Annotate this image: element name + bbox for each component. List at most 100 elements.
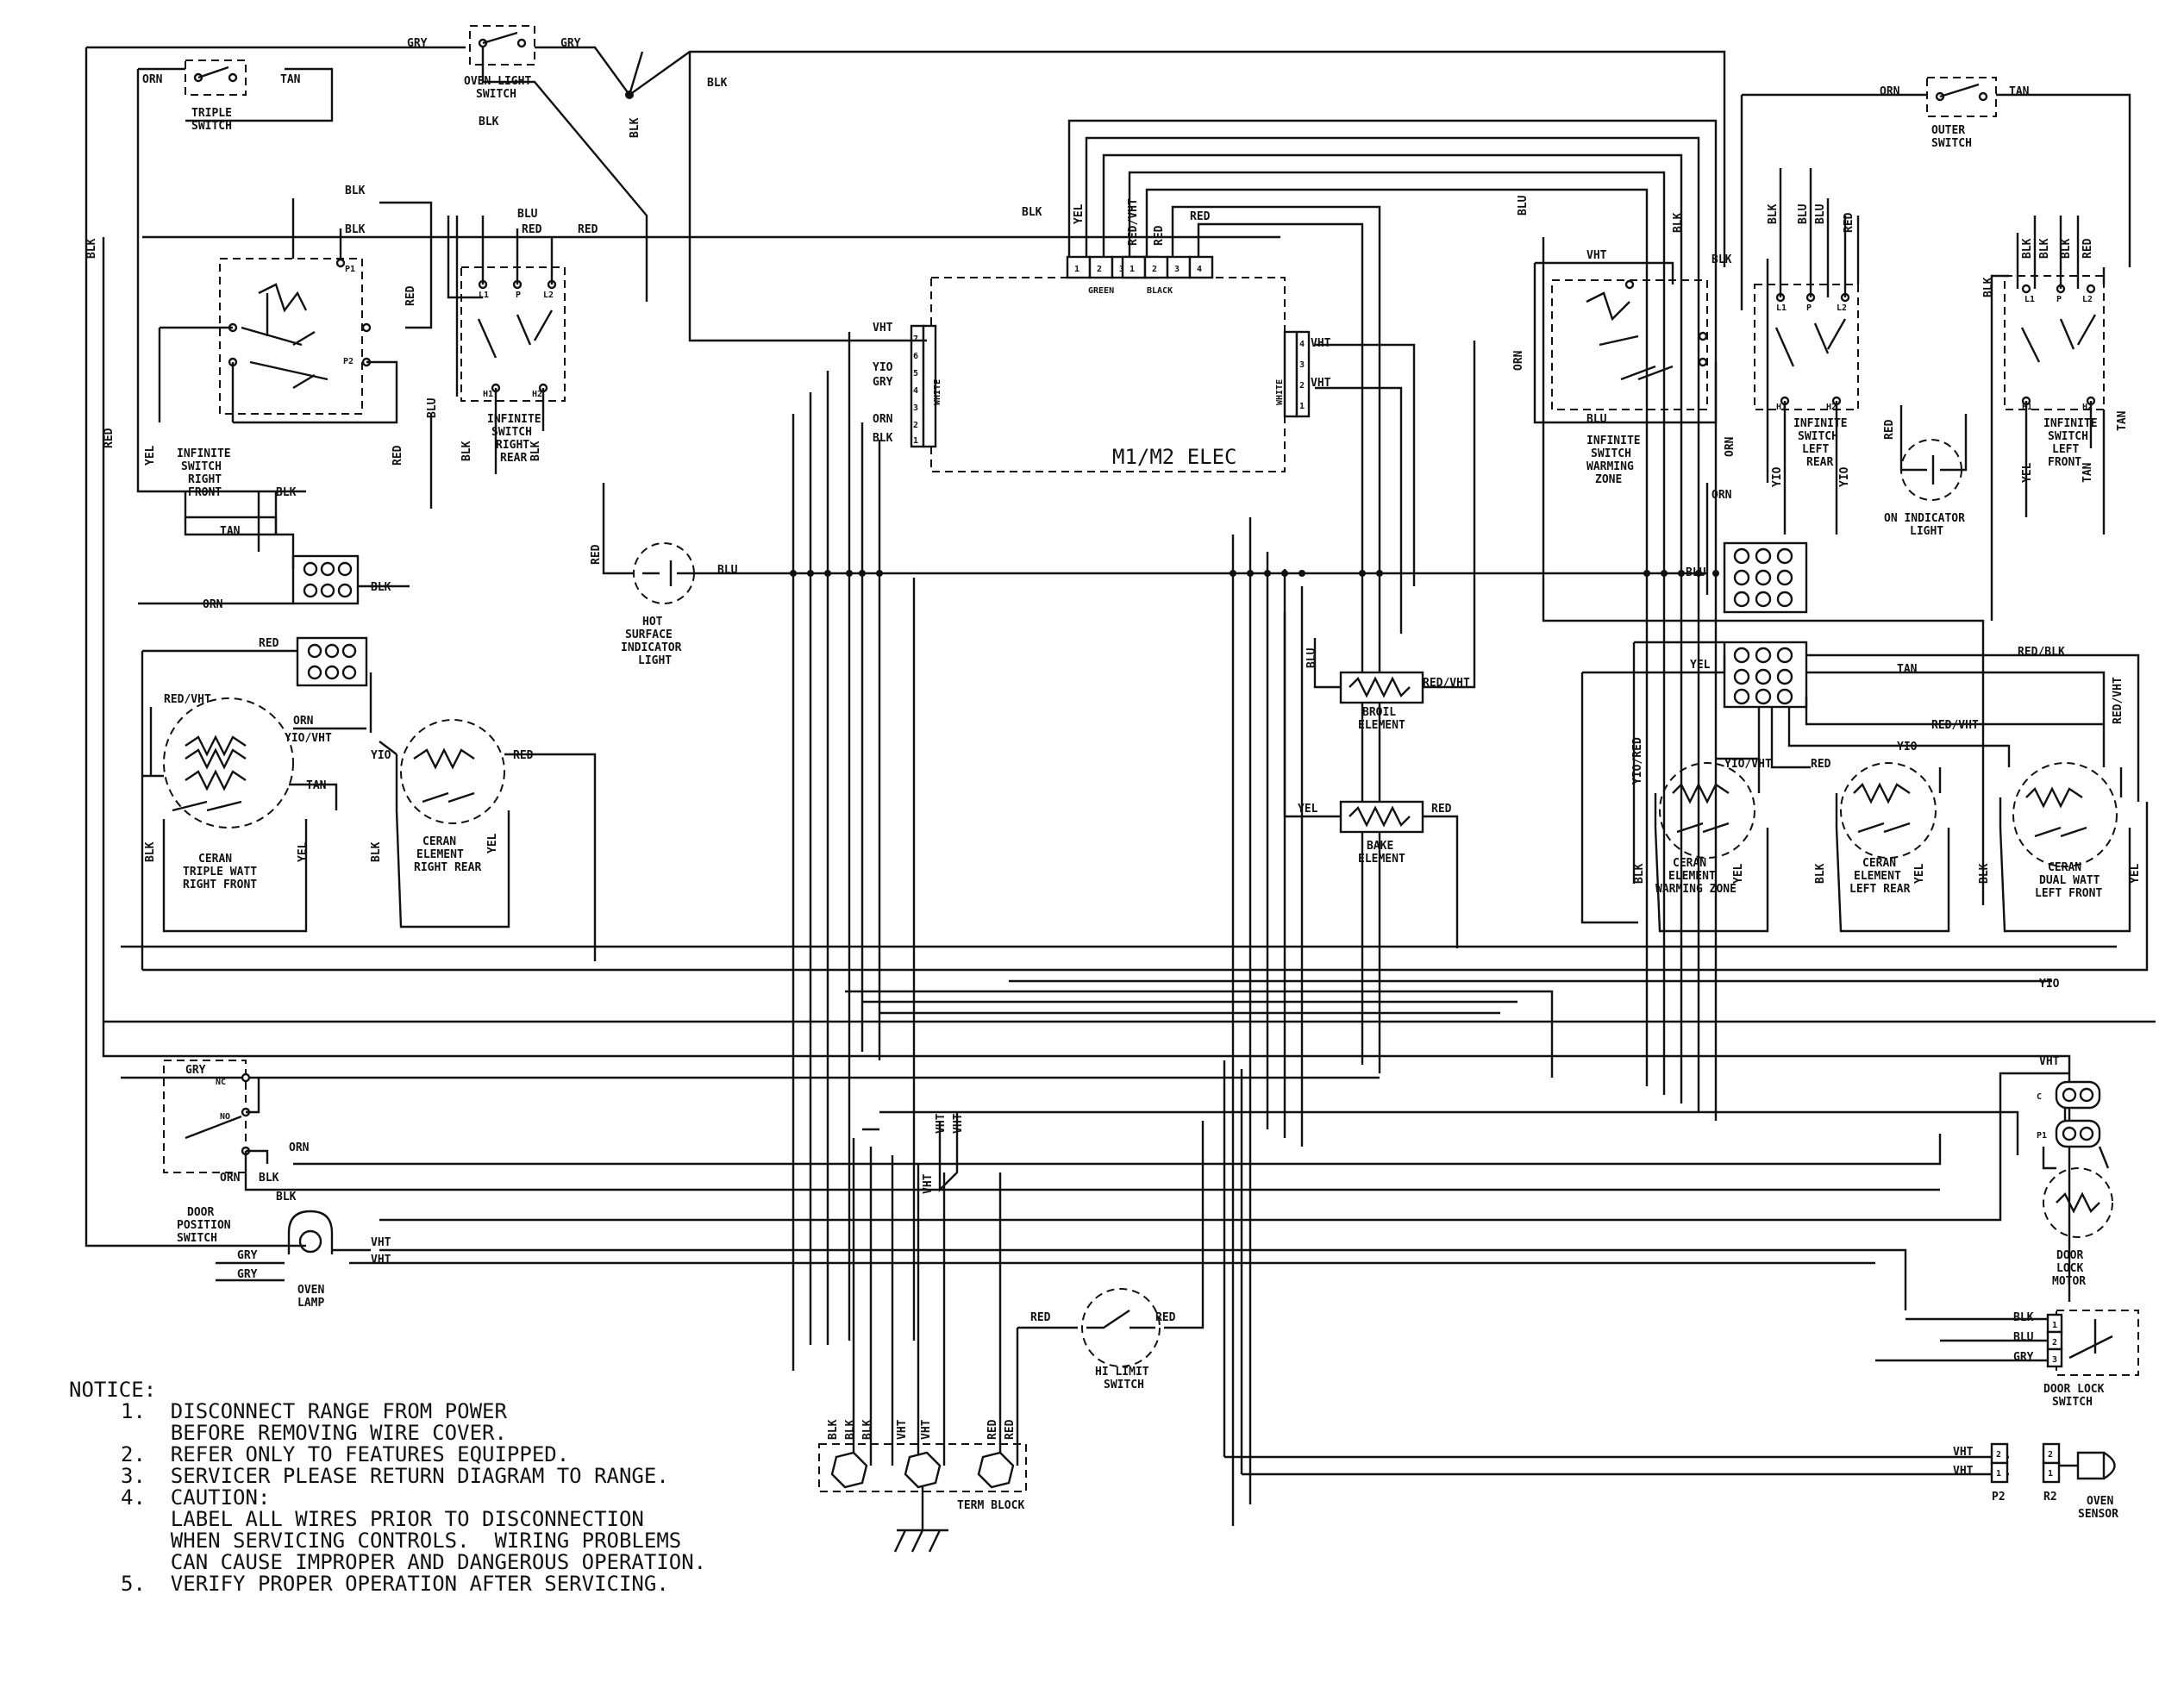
pin-number: 1 <box>1130 265 1135 274</box>
component-label: SURFACE <box>625 628 673 641</box>
notice-line: 3. SERVICER PLEASE RETURN DIAGRAM TO RAN… <box>121 1464 669 1488</box>
wire-label: VHT <box>1586 249 1607 262</box>
wire-label: BLK <box>1022 206 1042 219</box>
component-label: INDICATOR <box>621 641 682 654</box>
wire-label: RED <box>578 223 598 236</box>
component-label: LOCK <box>2056 1262 2083 1275</box>
component-label: SWITCH <box>476 88 516 101</box>
ceran-element-left-rear: CERAN ELEMENT LEFT REAR BLK YEL <box>1814 762 1950 933</box>
wire-label: BLK <box>707 77 728 90</box>
terminal-label: P1 <box>2037 1131 2047 1141</box>
oven-sensor: 2 1 2 1 VHT VHT P2 R2 OVEN SENSOR <box>1953 1442 2118 1521</box>
terminal-label: L2 <box>1837 303 1847 313</box>
wire-label: RED <box>1004 1419 1017 1440</box>
terminal-label: H2 <box>532 390 542 399</box>
black-connector-label: BLACK <box>1147 286 1173 296</box>
terminal-label: L2 <box>543 291 554 300</box>
wire-label: BLK <box>1982 277 1995 297</box>
pin-number: 2 <box>2048 1450 2053 1460</box>
component-label: RIGHT REAR <box>414 861 481 874</box>
component-label: ELEMENT <box>416 848 464 861</box>
wire-label: TAN <box>2081 462 2094 483</box>
wire-label: TAN <box>1897 663 1918 676</box>
wire-label: BLU <box>1686 566 1706 579</box>
component-label: DOOR LOCK <box>2043 1383 2105 1396</box>
module-label: M1/M2 ELEC <box>1112 445 1237 469</box>
wire-label: BLK <box>370 841 383 862</box>
component-label: FRONT <box>188 486 222 499</box>
component-label: OVEN <box>2087 1495 2113 1508</box>
component-label: SWITCH <box>1931 137 1972 150</box>
component-label: SWITCH <box>1591 447 1631 460</box>
wire-label: YEL <box>1913 863 1926 884</box>
wire-label: YEL <box>2129 863 2142 884</box>
ceran-triple-watt-right-front: RED RED/VHT ORN YIO/VHT TAN CERAN TRIPLE… <box>141 636 372 970</box>
wire-label: YEL <box>144 445 157 466</box>
wire-label: BLU <box>1814 203 1827 224</box>
wire-label: BLK <box>276 486 297 499</box>
wire-label: ORN <box>1712 489 1732 502</box>
component-label: SWITCH <box>1798 430 1838 443</box>
component-label: CERAN <box>198 853 232 866</box>
wire-label: GRY <box>560 37 581 50</box>
wire-label: BLU <box>1305 647 1318 668</box>
infinite-switch-left-rear: L1 P L2 H1 H2 INFINITE SWITCH LEFT REAR … <box>1724 168 1860 535</box>
wire-label: BLU <box>1797 203 1810 224</box>
notice-line: 5. VERIFY PROPER OPERATION AFTER SERVICI… <box>121 1572 669 1596</box>
connector-right-p: YEL TAN RED/BLK RED/VHT YIO RED YIO/VHT … <box>1580 641 2140 924</box>
junctions <box>625 91 1719 577</box>
component-label: SWITCH <box>2048 430 2088 443</box>
component-label: ON INDICATOR <box>1884 512 1965 525</box>
pin-number: 3 <box>2052 1355 2057 1365</box>
wire-label: VHT <box>920 1419 933 1440</box>
component-label: BROIL <box>1362 706 1396 719</box>
wire-label: YEL <box>1690 659 1711 672</box>
wire-label: YIO/RED <box>1631 737 1644 785</box>
hi-limit-switch: RED RED HI LIMIT SWITCH <box>1030 1288 1176 1391</box>
component-label: RIGHT <box>188 473 222 486</box>
component-label: SENSOR <box>2078 1508 2118 1521</box>
wire-label: BLU <box>517 208 538 221</box>
wire-label: BLK <box>85 238 98 259</box>
wire-label: ORN <box>1880 85 1900 98</box>
wire-label: ORN <box>203 598 223 611</box>
component-label: BAKE <box>1367 840 1393 853</box>
component-label: ELEMENT <box>1854 870 1901 883</box>
bake-element: BAKE ELEMENT YEL RED <box>1283 612 1459 948</box>
notice-line: 4. CAUTION: <box>121 1485 271 1510</box>
left-wire-labels: BLK RED YEL RED BLU RED BLK BLK BLK TAN … <box>85 117 641 611</box>
wire-label: BLK <box>460 441 473 461</box>
wire-label: VHT <box>371 1236 391 1249</box>
wire-label: RED <box>1843 212 1855 233</box>
wire-label: RED <box>590 544 603 565</box>
wire-label: ORN <box>1512 350 1525 371</box>
broil-element: BROIL ELEMENT RED/VHT BLU <box>1305 341 1476 732</box>
wire-label: VHT <box>1311 377 1331 390</box>
component-label: POSITION <box>177 1219 231 1232</box>
module-wire-labels: VHT YIO GRY ORN BLK VHT VHT <box>873 322 1331 445</box>
wire-label: BLK <box>1814 863 1827 884</box>
component-label: P2 <box>1992 1491 2006 1504</box>
wire-label: RED <box>1883 419 1896 440</box>
terminal-label: H1 <box>483 390 493 399</box>
pin-number: 4 <box>1299 340 1305 349</box>
wire-label: YEL <box>486 833 499 854</box>
wire-label: TAN <box>2116 410 2129 431</box>
component-label: FRONT <box>2048 456 2081 469</box>
wire-label: GRY <box>407 37 428 50</box>
wire-label: YIO/VHT <box>1724 758 1772 771</box>
connector-right-c: BLU ORN <box>1686 489 1808 614</box>
component-label: TRIPLE WATT <box>183 866 257 879</box>
oven-lamp: GRY GRY VHT VHT OVEN LAMP <box>216 1210 391 1310</box>
notice-line: LABEL ALL WIRES PRIOR TO DISCONNECTION <box>121 1507 644 1531</box>
wire-label: YIO <box>2039 978 2060 991</box>
component-label: HOT <box>642 616 663 628</box>
terminal-label: L1 <box>1776 303 1787 313</box>
wire-label: BLK <box>827 1419 840 1440</box>
component-label: DOOR <box>187 1206 214 1219</box>
component-label: TRIPLE <box>191 107 232 120</box>
component-label: LEFT <box>1802 443 1829 456</box>
pin-number: 3 <box>913 403 918 413</box>
component-label: RIGHT <box>496 439 529 452</box>
